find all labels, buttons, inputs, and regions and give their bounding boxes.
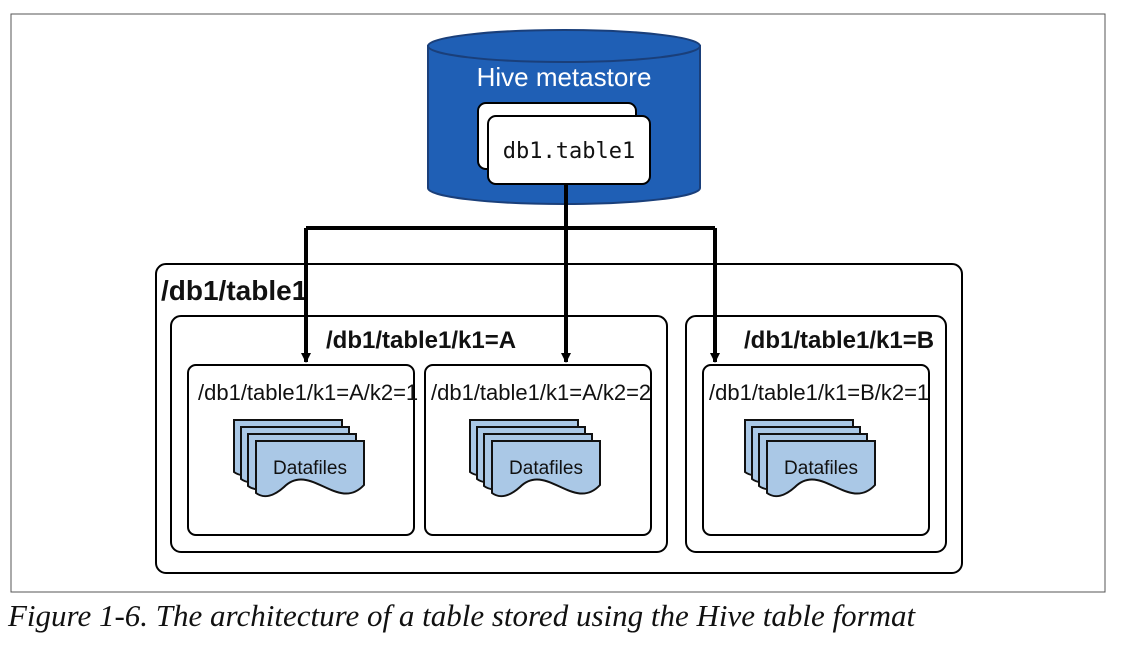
subpartition-a-k2-2: /db1/table1/k1=A/k2=2 Datafiles	[424, 364, 652, 536]
figure-frame	[10, 13, 1106, 593]
subpartition-b-k2-1: /db1/table1/k1=B/k2=1 Datafiles	[702, 364, 930, 536]
partition-k1-a	[170, 315, 668, 553]
partition-k1-b-label: /db1/table1/k1=B	[744, 327, 934, 354]
datafiles-label: Datafiles	[784, 458, 858, 479]
metastore-location-arrows	[301, 184, 720, 363]
metastore-table-name: db1.table1	[503, 139, 635, 164]
partition-k1-a-label: /db1/table1/k1=A	[326, 327, 516, 354]
hive-architecture-diagram: Hive metastore db1.table1 /db1/table1 /d…	[10, 13, 1106, 593]
table-root-directory	[155, 263, 963, 574]
subpartition-a-k2-1: /db1/table1/k1=A/k2=1 Datafiles	[187, 364, 418, 536]
datafiles-label: Datafiles	[509, 458, 583, 479]
metastore-title: Hive metastore	[477, 62, 652, 92]
subpartition-a-k2-2-label: /db1/table1/k1=A/k2=2	[431, 380, 651, 405]
figure-caption: Figure 1-6. The architecture of a table …	[8, 598, 916, 633]
subpartition-a-k2-1-label: /db1/table1/k1=A/k2=1	[198, 380, 418, 405]
subpartition-b-k2-1-label: /db1/table1/k1=B/k2=1	[709, 380, 929, 405]
metastore-table-card: db1.table1	[477, 102, 651, 185]
datafiles-label: Datafiles	[273, 458, 347, 479]
table-root-label: /db1/table1	[161, 275, 307, 306]
partition-k1-b	[685, 315, 947, 553]
